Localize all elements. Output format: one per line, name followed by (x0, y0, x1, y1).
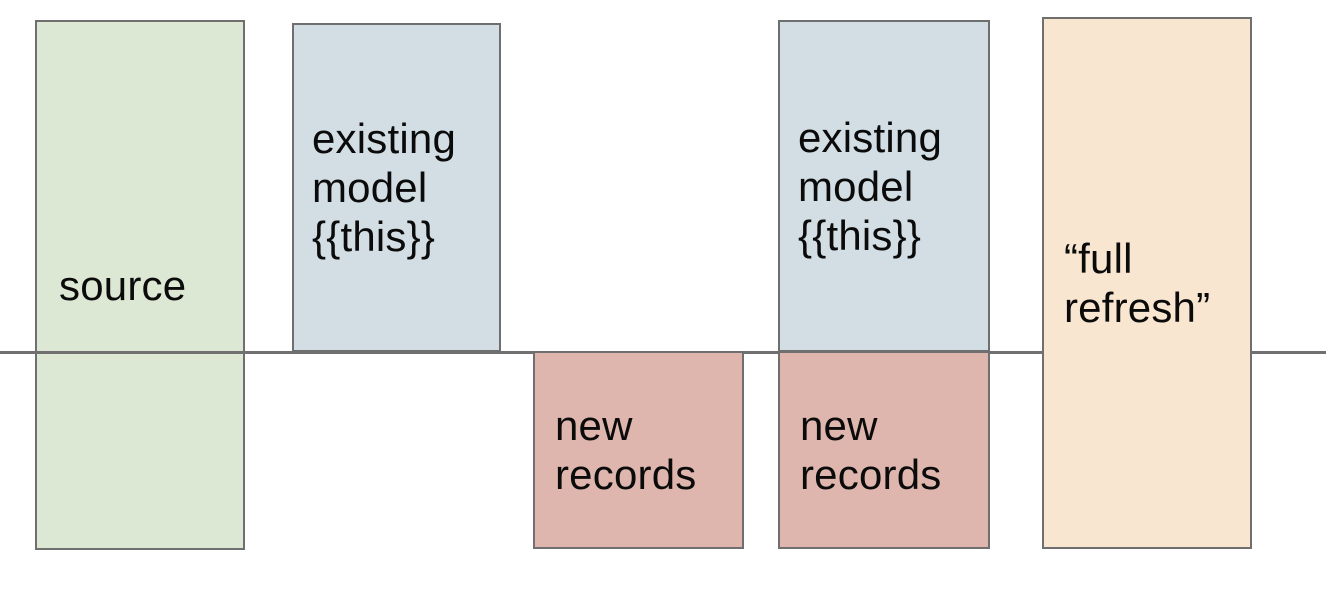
source-box: source (35, 20, 245, 550)
full-refresh-label: “full refresh” (1064, 235, 1211, 331)
new-records-label-1: new records (555, 402, 697, 498)
source-label: source (59, 261, 187, 309)
new-records-box-2: new records (778, 351, 990, 549)
existing-model-box-1: existing model {{this}} (292, 23, 501, 352)
new-records-label-2: new records (800, 402, 942, 498)
existing-model-label-1: existing model {{this}} (312, 115, 457, 260)
new-records-box-1: new records (533, 351, 744, 549)
existing-model-label-2: existing model {{this}} (798, 113, 943, 259)
full-refresh-box: “full refresh” (1042, 17, 1252, 549)
existing-model-box-2: existing model {{this}} (778, 20, 990, 352)
